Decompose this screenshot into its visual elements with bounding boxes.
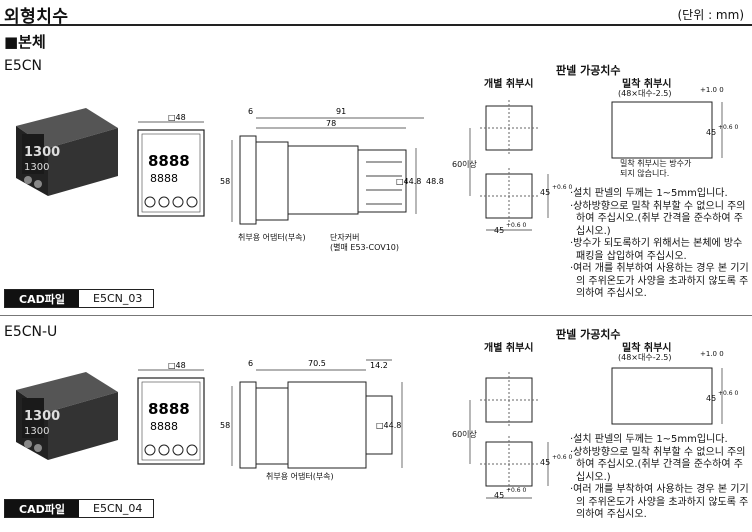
waterproof-note-2: 되지 않습니다. [620,169,670,178]
dim-front-width: □48 [168,113,186,122]
min-gap: 60이상 [452,160,477,169]
note-item: ·설치 판넬의 두께는 1~5mm입니다. [570,434,728,445]
adapter-label: 취부용 어댑터(부속) [238,233,306,242]
multi-tolerance: +1.0 0 [700,350,724,358]
product-photo: 1300 1300 [16,108,118,196]
svg-text:6: 6 [248,359,253,368]
side-view-drawing: 6 91 78 58 □44.8 48.8 [220,107,444,225]
svg-text:8888: 8888 [148,152,190,170]
cad-file-row: CAD파일 E5CN_03 [4,289,154,308]
title-rule [0,24,752,26]
multi-tolerance: +1.0 0 [700,86,724,94]
product-photo: 1300 1300 [16,372,118,460]
svg-text:□48: □48 [168,361,186,370]
cutout-height: 45 [540,458,551,467]
model-name: E5CN [4,58,43,74]
note-item: ·여러 개를 부착하여 사용하는 경우 본 기기의 주위온도가 사양을 초과하지… [570,484,749,520]
svg-text:1300: 1300 [24,409,60,424]
page-title: 외형치수 [4,7,69,27]
svg-text:8888: 8888 [150,420,178,433]
svg-text:6: 6 [248,107,253,116]
cutout-height: 45 [540,188,551,197]
svg-text:78: 78 [326,119,336,128]
multi-mount-title: 밀착 취부시 [622,79,672,90]
svg-text:91: 91 [336,107,346,116]
model-name: E5CN-U [4,324,58,340]
cover-label: 단자커버 [330,233,360,242]
note-item: ·설치 판넬의 두께는 1~5mm입니다. [570,188,728,199]
svg-text:1300: 1300 [24,426,49,437]
cutout-width: 45 [494,226,505,235]
svg-text:8888: 8888 [150,172,178,185]
svg-text:□44.8: □44.8 [376,421,401,430]
cad-label: CAD파일 [5,500,79,517]
multi-mount-title: 밀착 취부시 [622,343,672,354]
multi-width: (48×대수-2.5) [618,89,672,98]
note-item: ·상하방향으로 밀착 취부할 수 없으니 주의하여 주십시오.(취부 간격을 준… [570,446,746,483]
notes-list: ·설치 판넬의 두께는 1~5mm입니다. ·상하방향으로 밀착 취부할 수 없… [570,434,752,522]
unit-label: (단위 : mm) [677,8,745,22]
cutout-width: 45 [494,491,505,500]
svg-text:70.5: 70.5 [308,359,326,368]
cutout-height-tol: +0.6 0 [552,454,573,461]
multi-height: 45 [706,128,717,137]
note-item: ·방수가 되도록하기 위해서는 본체에 방수 패킹을 삽입하여 주십시오. [570,238,743,262]
waterproof-note: 밀착 취부시는 방수가 [620,159,692,168]
front-view-drawing: □48 8888 8888 [137,361,205,465]
cutout-width-tol: +0.6 0 [506,487,527,494]
section-title: ■본체 [4,33,46,51]
svg-text:□44.8: □44.8 [396,177,421,186]
svg-text:58: 58 [220,421,230,430]
svg-text:58: 58 [220,177,230,186]
svg-text:14.2: 14.2 [370,361,388,370]
panel-title: 판넬 가공치수 [556,328,621,341]
cad-label: CAD파일 [5,290,79,307]
panel-cutout-drawing [469,367,723,499]
panel-title: 판넬 가공치수 [556,64,621,77]
svg-text:48.8: 48.8 [426,177,444,186]
notes-list: ·설치 판넬의 두께는 1~5mm입니다. ·상하방향으로 밀착 취부할 수 없… [570,188,752,301]
svg-text:1300: 1300 [24,162,49,173]
cad-file-link[interactable]: E5CN_04 [93,502,143,515]
cutout-width-tol: +0.6 0 [506,222,527,229]
note-item: ·상하방향으로 밀착 취부할 수 없으니 주의하여 주십시오.(취부 간격을 준… [570,200,746,237]
side-view-drawing: 6 70.5 14.2 58 □44.8 [220,359,403,469]
section-divider [0,315,752,316]
cad-file-link[interactable]: E5CN_03 [93,292,143,305]
cutout-height-tol: +0.6 0 [552,184,573,191]
single-mount-title: 개별 취부시 [484,343,534,354]
cover-label-sub: (별매 E53-COV10) [330,243,400,252]
cad-file-row: CAD파일 E5CN_04 [4,499,154,518]
front-view-drawing: □48 8888 8888 [137,113,205,217]
multi-height-tol: +0.6 0 [718,390,739,397]
multi-height-tol: +0.6 0 [718,124,739,131]
adapter-label: 취부용 어댑터(부속) [266,472,334,481]
panel-cutout-drawing [469,100,723,231]
min-gap: 60이상 [452,430,477,439]
multi-height: 45 [706,394,717,403]
multi-width: (48×대수-2.5) [618,353,672,362]
svg-text:1300: 1300 [24,145,60,160]
single-mount-title: 개별 취부시 [484,79,534,90]
svg-text:8888: 8888 [148,400,190,418]
note-item: ·여러 개를 취부하여 사용하는 경우 본 기기의 주위온도가 사양을 초과하지… [570,263,749,299]
